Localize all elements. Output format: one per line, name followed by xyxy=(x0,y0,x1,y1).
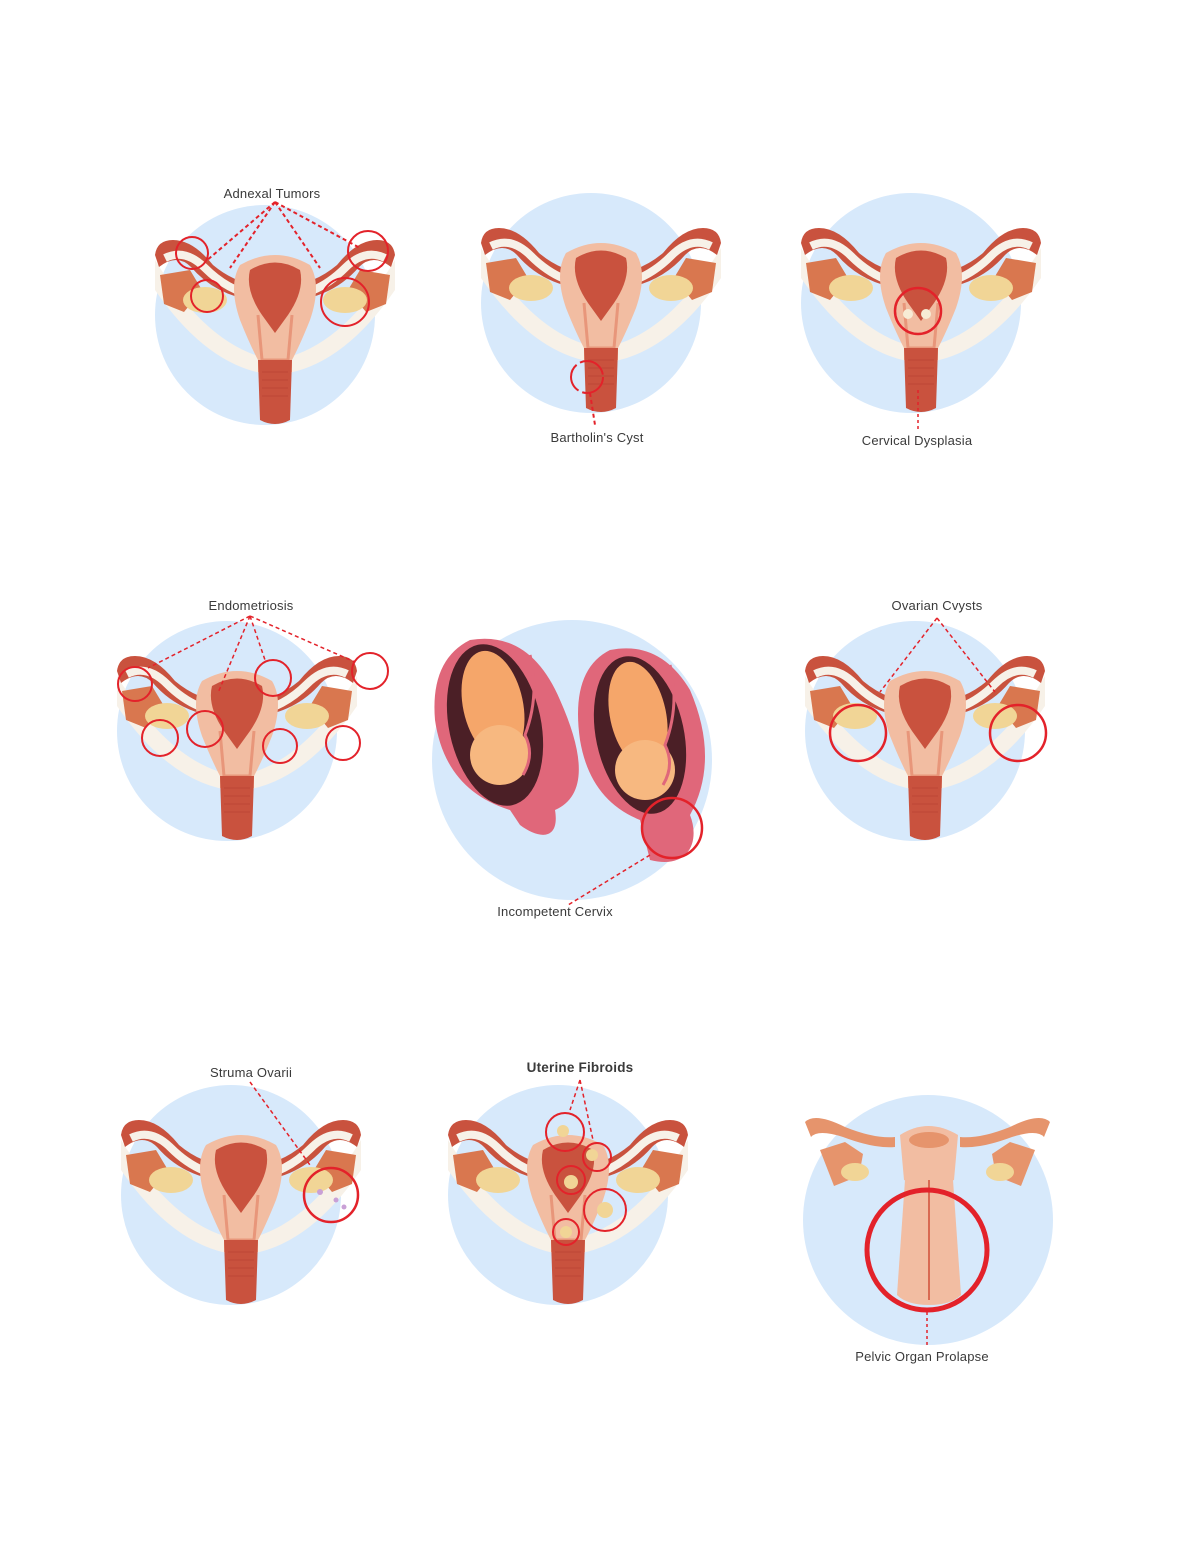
panel-label: Endometriosis xyxy=(208,598,294,613)
panel-label: Incompetent Cervix xyxy=(497,904,613,919)
panel-label: Uterine Fibroids xyxy=(526,1060,634,1075)
panel-label: Bartholin's Cyst xyxy=(550,430,644,445)
panel-adnexal-tumors: Adnexal Tumors xyxy=(0,0,400,480)
panel-label: Cervical Dysplasia xyxy=(861,433,973,448)
panel-label: Struma Ovarii xyxy=(209,1065,293,1080)
panel-label: Adnexal Tumors xyxy=(223,186,321,201)
adnexal-tumors-illustration xyxy=(0,0,400,480)
panel-label: Ovarian Cvysts xyxy=(891,598,983,613)
panel-label: Pelvic Organ Prolapse xyxy=(855,1349,989,1364)
